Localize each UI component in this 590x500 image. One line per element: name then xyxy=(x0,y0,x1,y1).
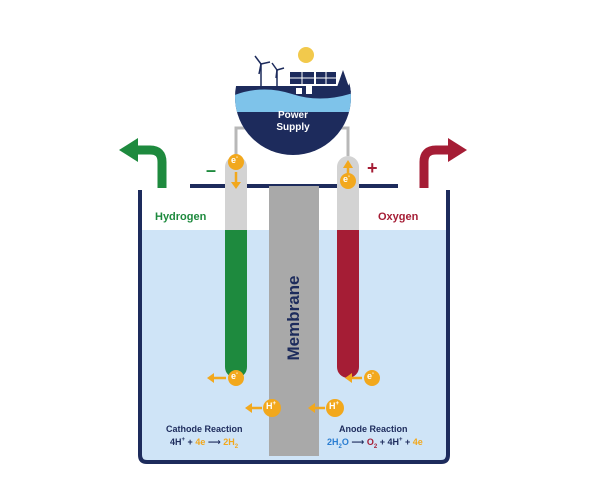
arrow-right-icon xyxy=(448,138,467,162)
hydrogen-label: Hydrogen xyxy=(155,211,207,223)
wind-turbine-icon xyxy=(254,55,285,88)
electron-label: e- xyxy=(231,155,239,165)
arrowhead-left-icon xyxy=(207,373,214,383)
proton-particle xyxy=(263,399,281,417)
proton-label: H+ xyxy=(266,401,277,411)
anode-electrode-edge xyxy=(337,230,359,242)
power-supply-emblem xyxy=(235,39,351,155)
oxygen-arrow xyxy=(419,145,450,188)
proton-label: H+ xyxy=(329,401,340,411)
arrowhead-left-icon xyxy=(245,403,252,413)
electron-particle xyxy=(228,370,244,386)
cathode-electrode xyxy=(225,230,247,378)
arrowhead-down-icon xyxy=(231,182,241,189)
electron-label: e- xyxy=(343,174,351,184)
electron-particle xyxy=(340,173,356,189)
solar-panel-icon xyxy=(290,72,336,84)
positive-terminal-sign: + xyxy=(367,158,378,178)
electron-label: e- xyxy=(367,371,375,381)
cathode-electrode-edge xyxy=(225,230,247,242)
tree-icon xyxy=(336,70,350,90)
power-supply-label: Power Supply xyxy=(263,110,323,134)
electron-particle xyxy=(228,154,244,170)
electron-particle xyxy=(364,370,380,386)
electron-label: e- xyxy=(231,371,239,381)
oxygen-label: Oxygen xyxy=(378,211,419,223)
sun-icon xyxy=(298,47,314,63)
anode-reaction-title: Anode Reaction xyxy=(339,424,408,434)
anode-reaction-equation: 2H2O ⟶ O2 + 4H+ + 4e xyxy=(327,437,423,450)
arrow-left-icon xyxy=(119,138,138,162)
membrane-label: Membrane xyxy=(284,275,303,361)
arrowhead-left-icon xyxy=(345,373,352,383)
tank-outline xyxy=(138,190,450,464)
tree-icon xyxy=(346,76,351,92)
negative-terminal-sign: – xyxy=(206,160,217,180)
power-supply-line1: Power xyxy=(277,110,308,121)
cathode-reaction-title: Cathode Reaction xyxy=(166,424,243,434)
anode-electrode xyxy=(337,230,359,378)
cathode-reaction-equation: 4H+ + 4e ⟶ 2H2 xyxy=(170,437,239,450)
power-supply-line2: Supply xyxy=(276,122,310,133)
proton-particle xyxy=(326,399,344,417)
arrowhead-left-icon xyxy=(308,403,315,413)
arrowhead-up-icon xyxy=(343,160,353,168)
hydrogen-arrow xyxy=(136,145,167,188)
